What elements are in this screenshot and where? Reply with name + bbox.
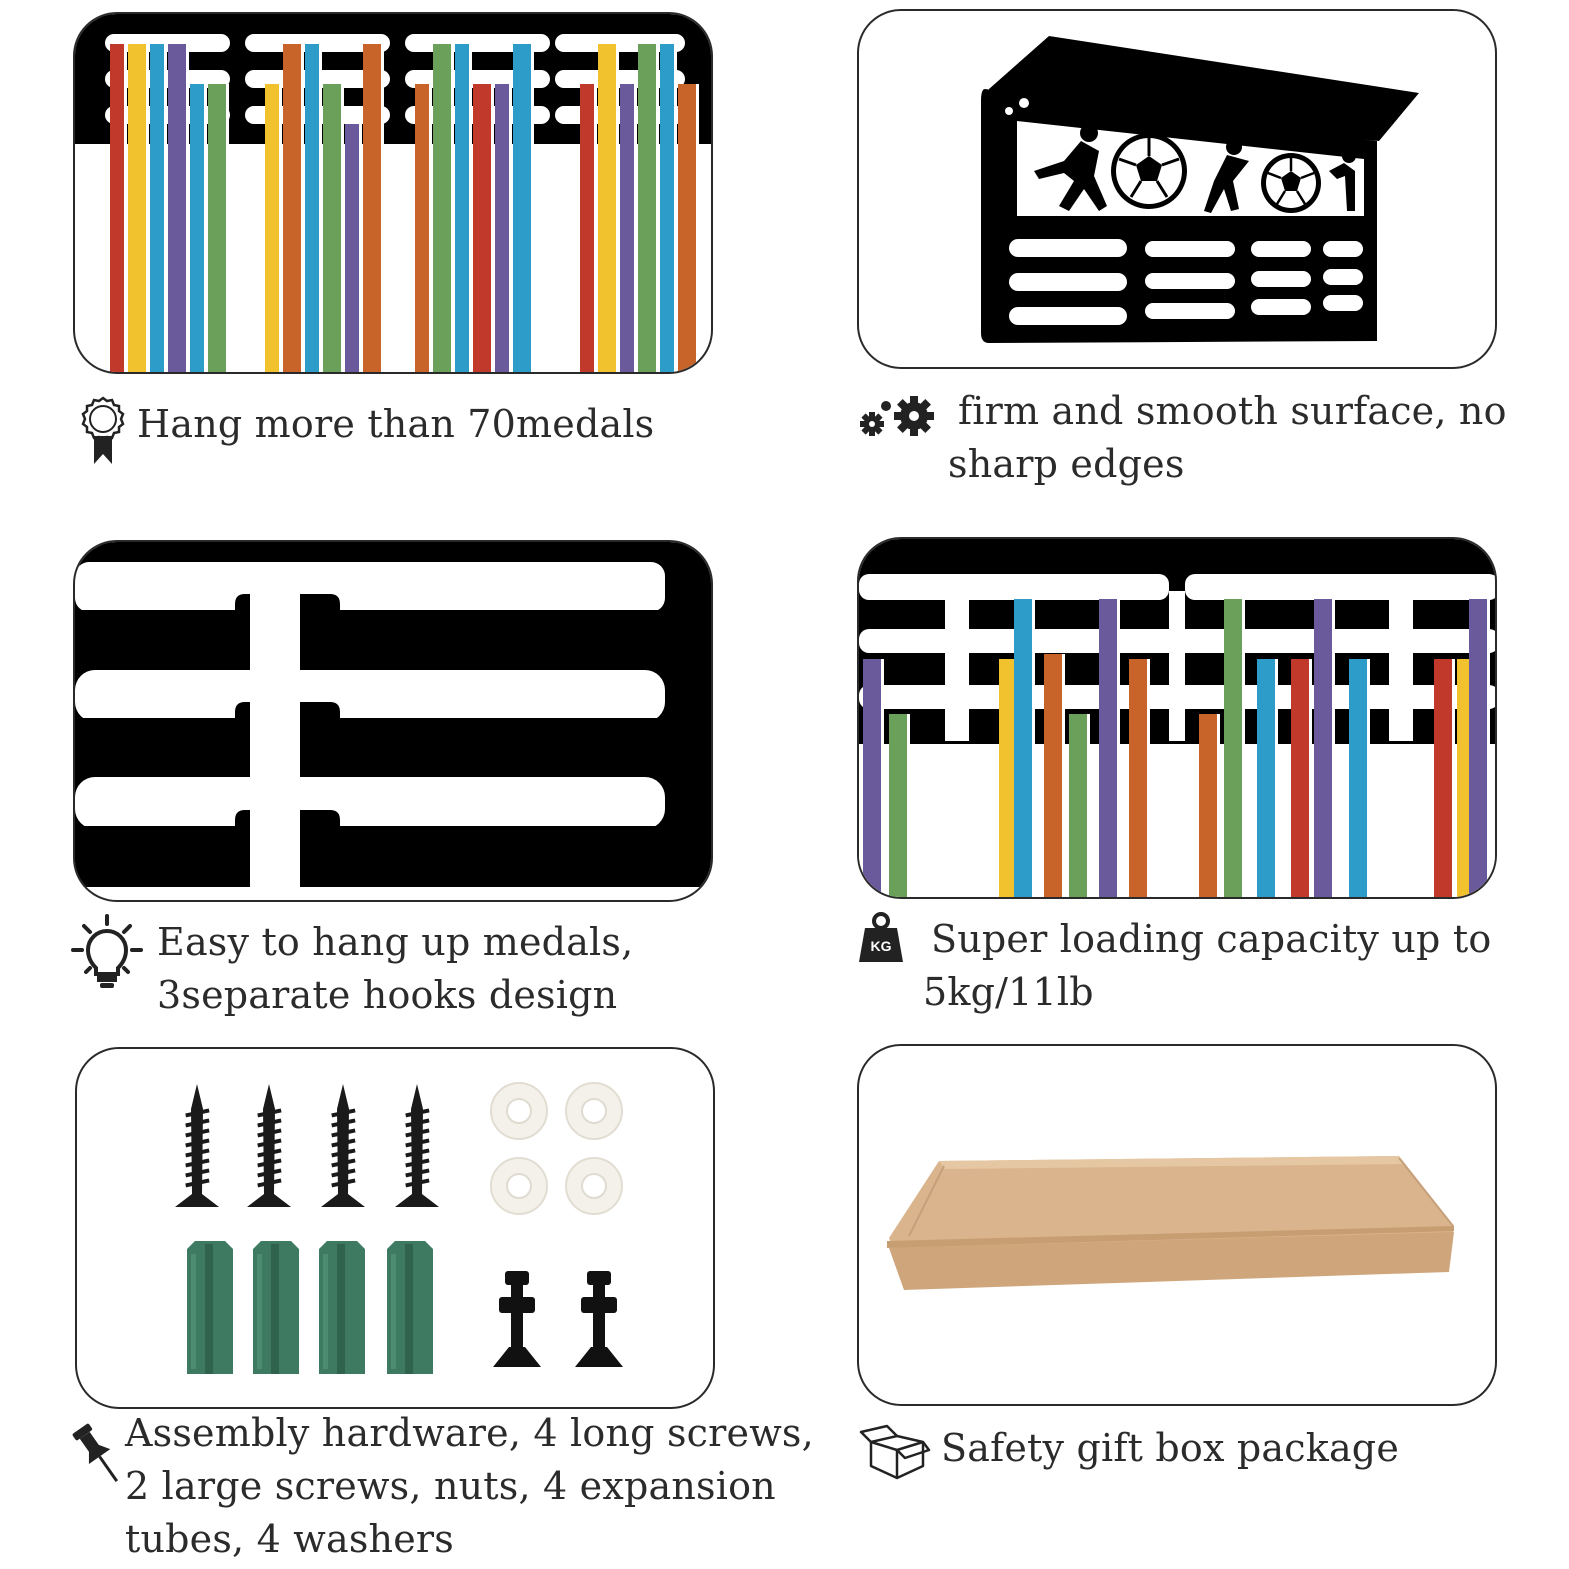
- caption-line: Super loading capacity up to: [931, 917, 1492, 961]
- ribbon-stripe: [1349, 659, 1367, 897]
- ribbon-stripe: [455, 44, 469, 372]
- caption-line: 5kg/11lb: [923, 970, 1094, 1014]
- ribbon-stripe: [580, 84, 594, 372]
- ribbon-stripe: [305, 44, 319, 372]
- expansion-tube: [319, 1241, 365, 1374]
- caption-line: Assembly hardware, 4 long screws,: [125, 1411, 814, 1455]
- photo-football-medal-hanger: [857, 9, 1497, 369]
- caption-assembly-hardware: Assembly hardware, 4 long screws, 2 larg…: [125, 1407, 814, 1566]
- ribbon-stripe: [415, 84, 429, 372]
- long-screw: [247, 1084, 291, 1207]
- caption-smooth-surface: firm and smooth surface, no sharp edges: [948, 385, 1507, 491]
- caption-line: tubes, 4 washers: [125, 1517, 454, 1561]
- ribbon-stripe: [190, 84, 204, 372]
- washer: [565, 1082, 623, 1140]
- ribbon-stripe: [1069, 714, 1087, 897]
- ribbon-stripe: [1314, 599, 1332, 897]
- ribbon-stripe: [473, 84, 491, 372]
- caption-gift-box: Safety gift box package: [941, 1422, 1399, 1475]
- caption-loading-capacity: Super loading capacity up to 5kg/11lb: [923, 913, 1491, 1019]
- ribbon-stripe: [660, 44, 674, 372]
- expansion-tube: [253, 1241, 299, 1374]
- washer: [490, 1082, 548, 1140]
- ribbon-stripe: [1014, 599, 1032, 897]
- long-screw: [395, 1084, 439, 1207]
- washer: [565, 1157, 623, 1215]
- ribbon-stripe: [433, 44, 451, 372]
- ribbon-stripe: [513, 44, 531, 372]
- long-screw: [321, 1084, 365, 1207]
- ribbon-stripe: [495, 84, 509, 372]
- ribbon-stripe: [620, 84, 634, 372]
- long-screw: [175, 1084, 219, 1207]
- ribbon-stripe: [128, 44, 146, 372]
- caption-line: Hang more than 70medals: [137, 402, 655, 446]
- photo-assembly-hardware: [75, 1047, 715, 1409]
- ribbon-stripe: [1257, 659, 1275, 897]
- caption-hang-70-medals: Hang more than 70medals: [137, 398, 654, 451]
- ribbon-stripe: [1291, 659, 1309, 897]
- gears-icon: [856, 394, 936, 444]
- medal-ribbon-icon: [78, 396, 128, 470]
- caption-line: 3separate hooks design: [157, 973, 618, 1017]
- photo-gift-box: [857, 1044, 1497, 1406]
- ribbon-stripe: [1044, 654, 1062, 897]
- expansion-tube: [387, 1241, 433, 1374]
- ribbon-stripe: [363, 44, 381, 372]
- caption-line: sharp edges: [948, 442, 1185, 486]
- bolt-with-nut: [493, 1271, 541, 1367]
- ribbon-stripe: [110, 44, 124, 372]
- bolt-with-nut: [575, 1271, 623, 1367]
- ribbon-stripe: [863, 659, 881, 897]
- ribbon-stripe: [999, 659, 1017, 897]
- ribbon-stripe: [150, 44, 164, 372]
- ribbon-stripe: [265, 84, 279, 372]
- kg-weight-icon: KG: [857, 912, 905, 968]
- kg-badge-text: KG: [871, 938, 892, 954]
- photo-loaded-medal-hanger: [857, 537, 1497, 899]
- caption-line: Easy to hang up medals,: [157, 920, 634, 964]
- caption-line: firm and smooth surface, no: [958, 389, 1507, 433]
- pushpin-icon: [70, 1420, 120, 1496]
- expansion-tube: [187, 1241, 233, 1374]
- ribbon-stripe: [283, 44, 301, 372]
- washer: [490, 1157, 548, 1215]
- ribbon-stripe: [323, 84, 341, 372]
- photo-medal-hanger-ribbons: [73, 12, 713, 374]
- ribbon-stripe: [678, 84, 696, 372]
- ribbon-stripe: [638, 44, 656, 372]
- ribbon-stripe: [1224, 599, 1242, 897]
- ribbon-stripe: [1434, 659, 1452, 897]
- photo-hooks-closeup: [73, 540, 713, 902]
- ribbon-stripe: [168, 44, 186, 372]
- ribbon-stripe: [1469, 599, 1487, 897]
- ribbon-stripe: [345, 124, 359, 372]
- ribbon-stripe: [1099, 599, 1117, 897]
- caption-easy-hang: Easy to hang up medals, 3separate hooks …: [157, 916, 633, 1022]
- caption-line: Safety gift box package: [941, 1426, 1400, 1470]
- open-box-icon: [857, 1424, 931, 1484]
- ribbon-stripe: [598, 44, 616, 372]
- lightbulb-icon: [70, 912, 144, 996]
- ribbon-stripe: [208, 84, 226, 372]
- caption-line: 2 large screws, nuts, 4 expansion: [125, 1464, 776, 1508]
- ribbon-stripe: [889, 714, 907, 897]
- ribbon-stripe: [1199, 714, 1217, 897]
- ribbon-stripe: [1129, 659, 1147, 897]
